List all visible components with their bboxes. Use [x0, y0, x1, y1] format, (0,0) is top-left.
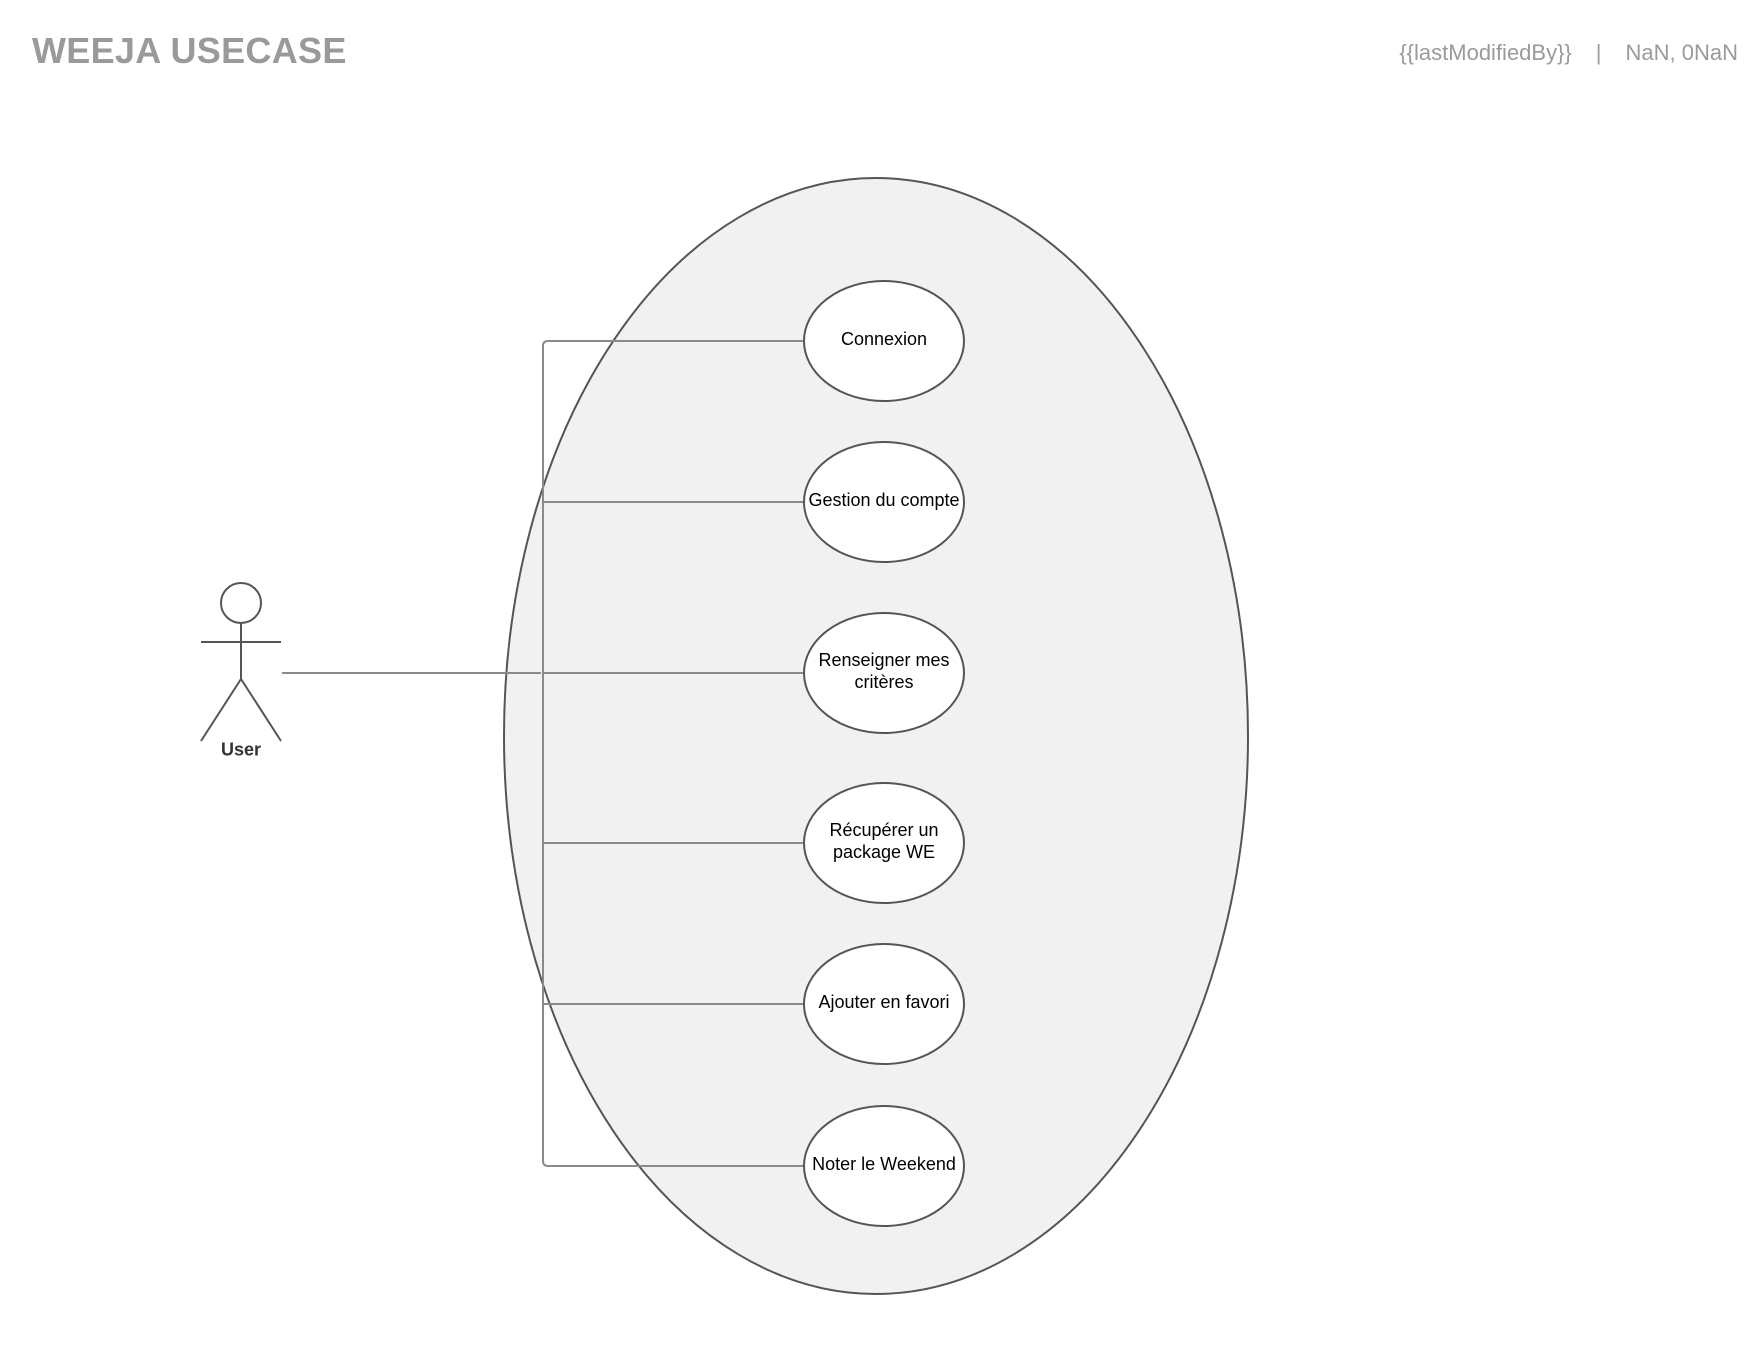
actor-head [220, 582, 262, 624]
usecase-recuperer-package[interactable] [803, 782, 965, 904]
usecase-ajouter-favori[interactable] [803, 943, 965, 1065]
connectors [282, 340, 804, 1167]
usecase-gestion-compte[interactable] [803, 441, 965, 563]
usecase-label: Récupérer un package WE [829, 820, 939, 862]
usecase-label: Connexion [840, 329, 928, 349]
usecase-label: Gestion du compte [808, 490, 960, 510]
actor-left-leg [200, 678, 242, 742]
usecase-label: Ajouter en favori [818, 992, 950, 1012]
meta-separator: | [1595, 40, 1602, 65]
usecase-noter-weekend[interactable] [803, 1105, 965, 1227]
usecase-label: Renseigner mes critères [818, 650, 950, 692]
usecase-label: Noter le Weekend [812, 1154, 956, 1174]
actor-right-leg [240, 678, 282, 742]
last-modified-by: {{lastModifiedBy}} [1399, 40, 1572, 65]
page-title: WEEJA USECASE [32, 30, 347, 71]
system-boundary [503, 177, 1249, 1295]
actor-label: User [220, 739, 262, 760]
actor-figure[interactable] [200, 582, 282, 742]
document-meta: {{lastModifiedBy}} | NaN, 0NaN [1399, 40, 1738, 66]
use-cases [803, 280, 965, 1227]
usecase-connexion[interactable] [803, 280, 965, 402]
usecase-renseigner-criteres[interactable] [803, 612, 965, 734]
connector-bus [542, 340, 804, 1167]
modified-date: NaN, 0NaN [1625, 40, 1738, 65]
